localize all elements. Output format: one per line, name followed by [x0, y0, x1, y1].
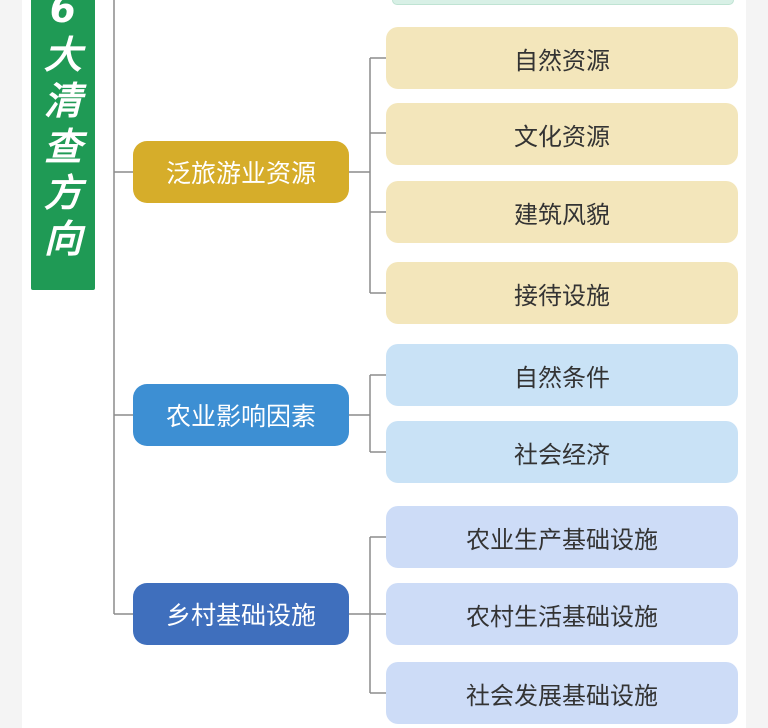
leaf-social-development-infra: 社会发展基础设施: [386, 662, 738, 724]
title-banner: 6 大 清 查 方 向: [31, 0, 95, 290]
banner-char: 向: [43, 217, 82, 261]
category-rural-infrastructure: 乡村基础设施: [133, 583, 349, 645]
banner-char: 大: [43, 33, 82, 77]
leaf-cultural-resources: 文化资源: [386, 103, 738, 165]
banner-char: 方: [43, 171, 82, 215]
leaf-architectural-style: 建筑风貌: [386, 181, 738, 243]
leaf-natural-resources: 自然资源: [386, 27, 738, 89]
leaf-natural-conditions: 自然条件: [386, 344, 738, 406]
leaf-socio-economic: 社会经济: [386, 421, 738, 483]
banner-char: 清: [43, 79, 82, 123]
leaf-agri-production-infra: 农业生产基础设施: [386, 506, 738, 568]
leaf-reception-facilities: 接待设施: [386, 262, 738, 324]
category-agriculture-factors: 农业影响因素: [133, 384, 349, 446]
category-tourism-resources: 泛旅游业资源: [133, 141, 349, 203]
banner-char: 查: [43, 125, 82, 169]
banner-char: 6: [49, 0, 77, 31]
leaf-rural-living-infra: 农村生活基础设施: [386, 583, 738, 645]
